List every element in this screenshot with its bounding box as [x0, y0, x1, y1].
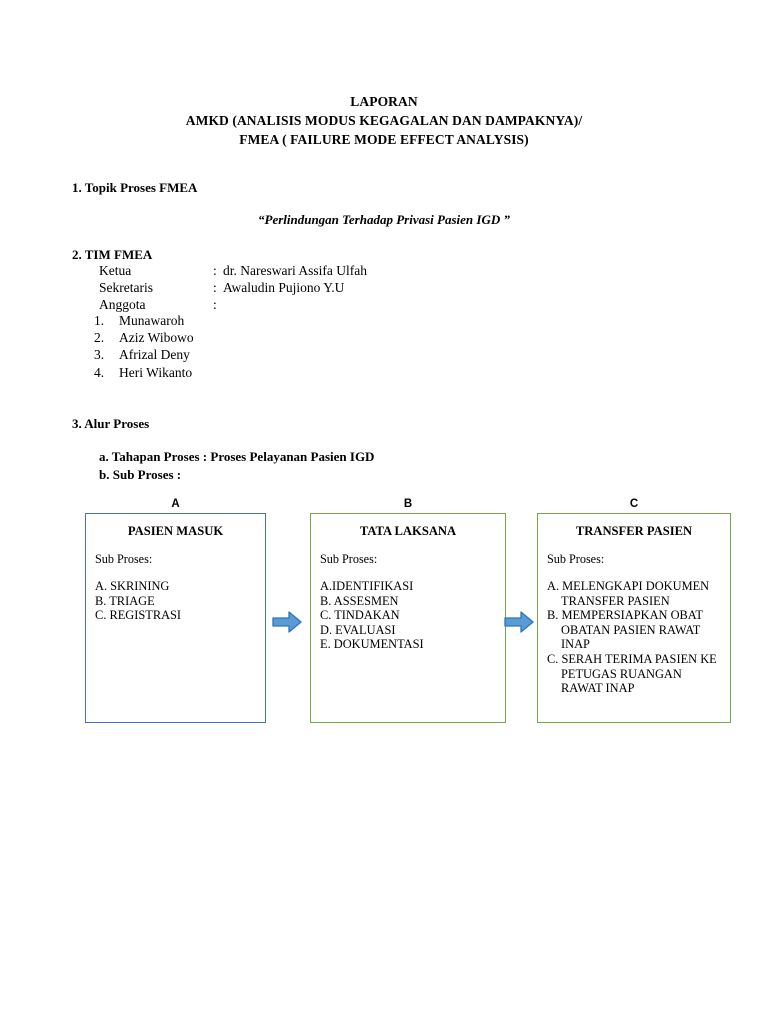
subsection-sub-proses: b. Sub Proses :	[99, 467, 182, 482]
topic-text: “Perlindungan Terhadap Privasi Pasien IG…	[258, 212, 510, 227]
flow-box-sub-label: Sub Proses:	[547, 552, 605, 566]
flow-box-sub-label: Sub Proses:	[320, 552, 378, 566]
team-roles-list: Ketua : dr. Nareswari Assifa Ulfah Sekre…	[99, 262, 367, 313]
flow-box-label-a: A	[171, 498, 180, 510]
arrow-b-to-c-icon	[504, 611, 534, 633]
flow-box-label-b: B	[403, 498, 413, 510]
team-colon: :	[213, 297, 217, 312]
flow-box-item: D. EVALUASI	[320, 622, 396, 637]
flow-box-label-c: C	[629, 498, 639, 510]
list-item: 3. Afrizal Deny	[94, 346, 194, 363]
flow-box-item: A. MELENGKAPI DOKUMEN TRANSFER PASIEN	[547, 579, 710, 608]
team-role-label: Sekretaris	[99, 280, 153, 295]
title-line-3: FMEA ( FAILURE MODE EFFECT ANALYSIS)	[239, 132, 529, 147]
flow-box-pasien-masuk[interactable]: PASIEN MASUK Sub Proses: A. SKRINING B. …	[85, 513, 266, 723]
team-row: Anggota :	[99, 296, 367, 313]
flow-box-transfer-pasien[interactable]: TRANSFER PASIEN Sub Proses: A. MELENGKAP…	[537, 513, 731, 723]
team-person-name: Awaludin Pujiono Y.U	[223, 280, 345, 295]
member-name: Heri Wikanto	[119, 364, 193, 380]
flow-box-title: TRANSFER PASIEN	[575, 524, 693, 538]
team-row: Ketua : dr. Nareswari Assifa Ulfah	[99, 262, 367, 279]
arrow-a-to-b-icon	[272, 611, 302, 633]
flow-box-tata-laksana[interactable]: TATA LAKSANA Sub Proses: A.IDENTIFIKASI …	[310, 513, 506, 723]
team-row: Sekretaris : Awaludin Pujiono Y.U	[99, 279, 367, 296]
flow-box-items: A. SKRINING B. TRIAGE C. REGISTRASI	[95, 579, 256, 623]
flow-box-title: PASIEN MASUK	[127, 524, 224, 538]
flow-box-title: TATA LAKSANA	[359, 524, 457, 538]
member-number: 2.	[94, 330, 105, 346]
team-person-name: dr. Nareswari Assifa Ulfah	[223, 263, 367, 278]
flow-box-item: C. TINDAKAN	[320, 608, 400, 623]
flow-box-items: A.IDENTIFIKASI B. ASSESMEN C. TINDAKAN D…	[320, 579, 496, 652]
member-name: Munawaroh	[119, 313, 185, 328]
section-heading-alur-proses: 3. Alur Proses	[72, 416, 150, 431]
list-item: 2. Aziz Wibowo	[94, 329, 194, 346]
flow-box-item: B. ASSESMEN	[320, 593, 399, 608]
team-members-list: 1. Munawaroh 2. Aziz Wibowo 3. Afrizal D…	[94, 312, 194, 381]
title-line-1: LAPORAN	[350, 94, 418, 109]
list-item: 1. Munawaroh	[94, 312, 194, 329]
member-number: 3.	[94, 347, 105, 363]
team-role-label: Anggota	[99, 297, 146, 312]
title-line-2: AMKD (ANALISIS MODUS KEGAGALAN DAN DAMPA…	[185, 113, 583, 128]
process-flow-diagram: A B C PASIEN MASUK Sub Proses: A. SKRINI…	[0, 498, 768, 738]
flow-box-item: A. SKRINING	[95, 579, 170, 593]
flow-box-item: B. MEMPERSIAPKAN OBAT OBATAN PASIEN RAWA…	[547, 608, 703, 652]
document-title: LAPORAN AMKD (ANALISIS MODUS KEGAGALAN D…	[0, 92, 768, 149]
team-role-label: Ketua	[99, 263, 132, 278]
member-name: Afrizal Deny	[119, 347, 190, 363]
member-name: Aziz Wibowo	[119, 330, 194, 346]
subsection-tahapan-proses: a. Tahapan Proses : Proses Pelayanan Pas…	[99, 449, 375, 464]
flow-box-sub-label: Sub Proses:	[95, 552, 153, 566]
member-number: 1.	[94, 313, 105, 328]
flow-box-item: E. DOKUMENTASI	[320, 637, 424, 652]
flow-box-item: A.IDENTIFIKASI	[320, 579, 414, 593]
team-colon: :	[213, 280, 217, 295]
flow-box-item: C. REGISTRASI	[95, 608, 182, 623]
section-heading-tim: 2. TIM FMEA	[72, 247, 153, 262]
flow-box-items: A. MELENGKAPI DOKUMEN TRANSFER PASIEN B.…	[547, 579, 721, 696]
flow-box-item: B. TRIAGE	[95, 593, 155, 608]
team-colon: :	[213, 263, 217, 278]
member-number: 4.	[94, 364, 105, 380]
list-item: 4. Heri Wikanto	[94, 364, 194, 381]
flow-box-item: C. SERAH TERIMA PASIEN KE PETUGAS RUANGA…	[547, 651, 717, 696]
section-heading-topik: 1. Topik Proses FMEA	[72, 180, 198, 195]
